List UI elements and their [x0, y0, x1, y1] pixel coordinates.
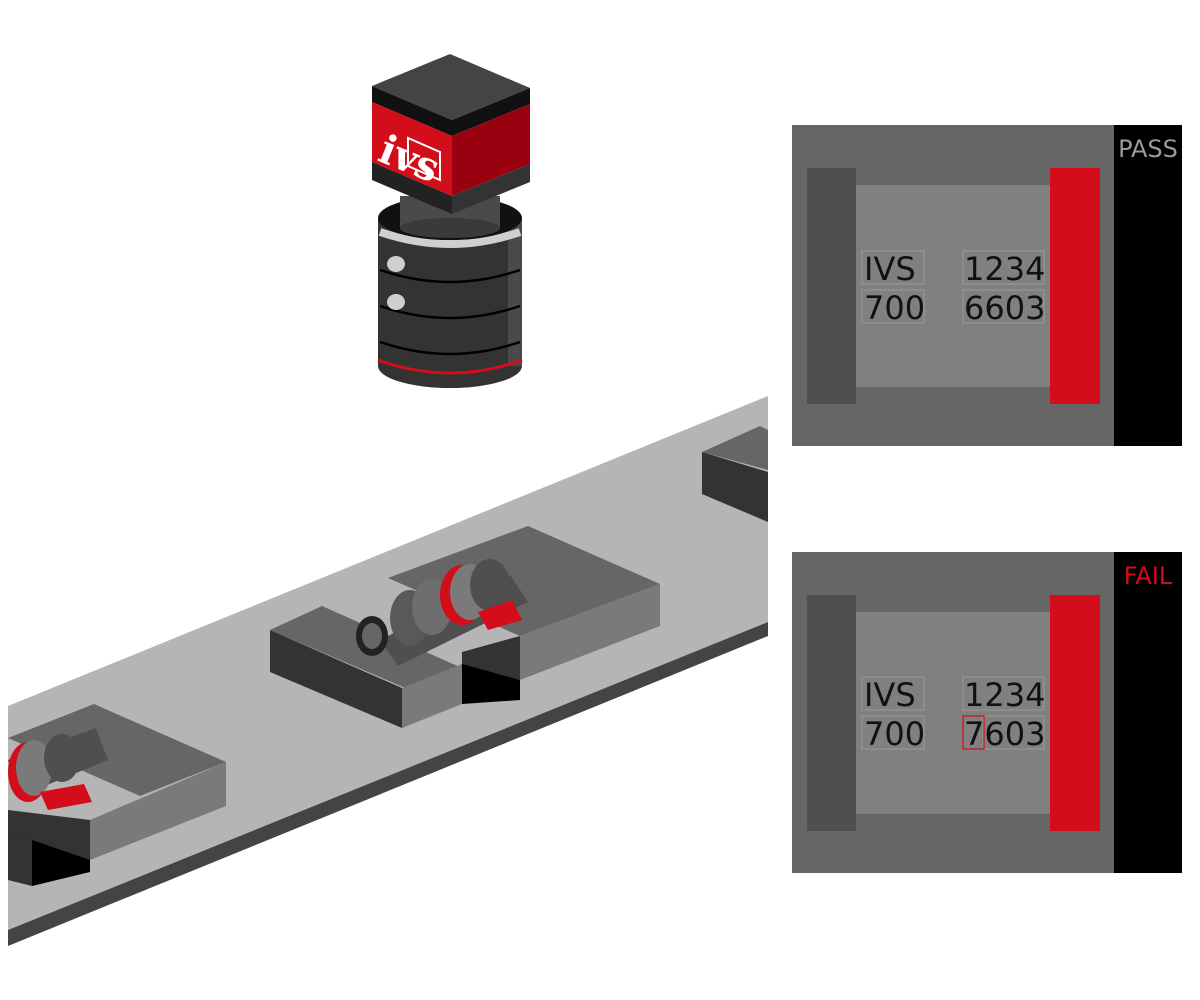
fail-status-label: FAIL [1124, 562, 1173, 590]
status-bar [1114, 125, 1182, 446]
ocr-text-line1-b: 1234 [964, 676, 1045, 714]
ocr-text-line1-b: 1234 [964, 250, 1045, 288]
ocr-text-line1-a: IVS [864, 676, 916, 714]
ocr-text-line2-b: 6603 [964, 289, 1045, 327]
fixture-middle [270, 526, 660, 728]
ocr-text-line2-a: 700 [864, 715, 925, 753]
red-strip [1050, 168, 1100, 404]
fixture-top-right [702, 426, 768, 522]
red-strip [1050, 595, 1100, 831]
label-area [856, 612, 1050, 814]
cylinder-part-middle [356, 559, 528, 666]
pass-status-label: PASS [1118, 135, 1178, 163]
label-area [856, 185, 1050, 387]
camera-ivs: ivs [372, 54, 530, 388]
ocr-text-line2-b: 7603 [964, 715, 1045, 753]
knob-icon [387, 256, 405, 272]
error-char-box [962, 715, 985, 750]
panel-pass: IVS 1234 700 6603 PASS [792, 125, 1182, 446]
ocr-text-line1-a: IVS [864, 250, 916, 288]
knob-icon [387, 294, 405, 310]
fixture-left [8, 704, 226, 886]
panel-fail: IVS 1234 700 7603 FAIL [792, 552, 1182, 873]
ocr-text-line2-a: 700 [864, 289, 925, 327]
status-bar [1114, 552, 1182, 873]
conveyor-belt [8, 396, 768, 946]
